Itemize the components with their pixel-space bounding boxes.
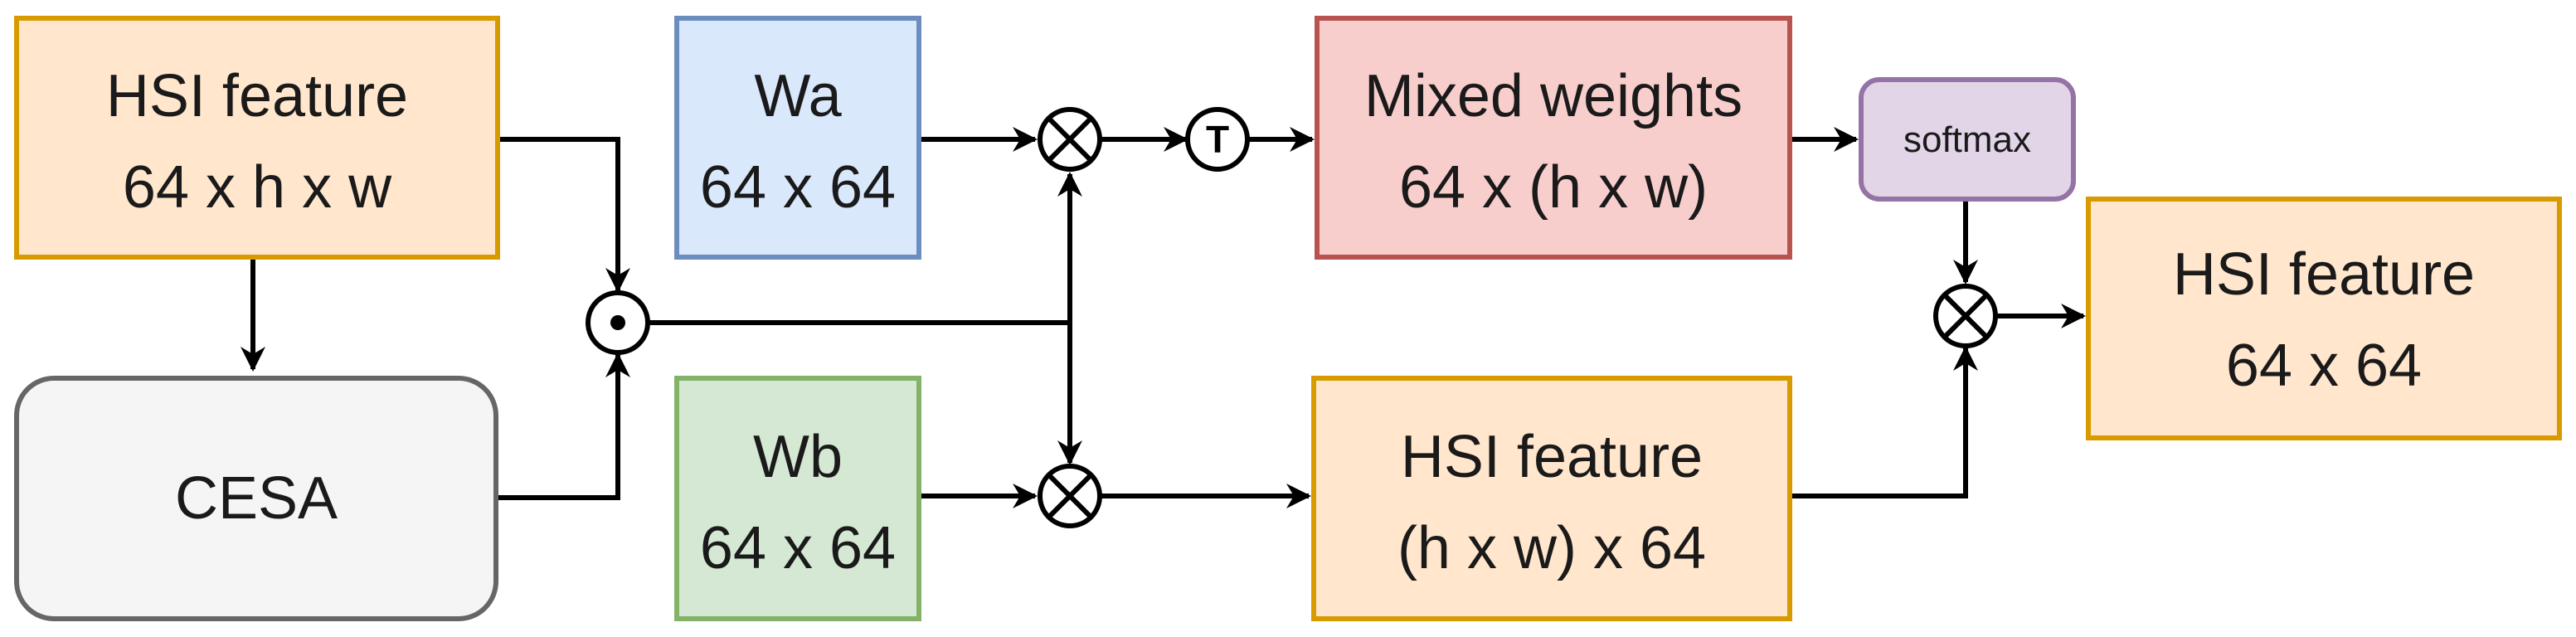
node-wa-box bbox=[674, 16, 921, 260]
node-wb-box bbox=[674, 376, 921, 621]
node-wa: Wa 64 x 64 bbox=[674, 16, 921, 260]
node-hsi-mid-dims: (h x w) x 64 bbox=[1397, 515, 1706, 581]
node-cesa-label: CESA bbox=[175, 465, 338, 532]
hadamard-product-icon bbox=[586, 290, 650, 355]
node-hsi-output: HSI feature 64 x 64 bbox=[2086, 197, 2562, 440]
matrix-multiply-icon bbox=[1038, 464, 1102, 528]
node-hsi-output-box bbox=[2086, 197, 2562, 440]
node-wa-dims: 64 x 64 bbox=[700, 154, 896, 221]
node-hsi-output-dims: 64 x 64 bbox=[2226, 333, 2422, 399]
node-wb-dims: 64 x 64 bbox=[700, 515, 896, 581]
edges bbox=[241, 127, 2086, 508]
node-hsi-output-title: HSI feature bbox=[2173, 241, 2475, 308]
node-softmax-label: softmax bbox=[1903, 119, 2031, 160]
matrix-multiply-icon bbox=[1038, 107, 1102, 172]
matrix-multiply-icon bbox=[1933, 284, 1998, 348]
node-hsi-mid-title: HSI feature bbox=[1401, 424, 1703, 490]
node-softmax: softmax bbox=[1859, 77, 2076, 202]
transpose-icon: T bbox=[1185, 107, 1250, 172]
node-softmax-box bbox=[1859, 77, 2076, 202]
node-hsi-mid-box bbox=[1311, 376, 1792, 621]
node-hsi-input-title: HSI feature bbox=[106, 63, 408, 129]
node-mixed-weights: Mixed weights 64 x (h x w) bbox=[1315, 16, 1792, 260]
edge-hsi-mid-to-mult-final bbox=[1790, 346, 1978, 498]
node-mixed-weights-dims: 64 x (h x w) bbox=[1399, 154, 1708, 221]
node-cesa: CESA bbox=[14, 376, 498, 621]
edge-cesa-to-hadamard bbox=[498, 353, 630, 500]
node-wb-title: Wb bbox=[753, 424, 843, 490]
node-mixed-weights-title: Mixed weights bbox=[1364, 63, 1742, 129]
transpose-label: T bbox=[1206, 118, 1229, 161]
node-wa-title: Wa bbox=[754, 63, 842, 129]
node-wb: Wb 64 x 64 bbox=[674, 376, 921, 621]
edge-hsi-to-hadamard bbox=[498, 137, 630, 293]
node-hsi-mid: HSI feature (h x w) x 64 bbox=[1311, 376, 1792, 621]
node-hsi-input-box bbox=[14, 16, 500, 260]
node-hsi-input: HSI feature 64 x h x w bbox=[14, 16, 500, 260]
node-cesa-box bbox=[14, 376, 498, 621]
node-hsi-input-dims: 64 x h x w bbox=[123, 154, 392, 221]
node-mixed-weights-box bbox=[1315, 16, 1792, 260]
